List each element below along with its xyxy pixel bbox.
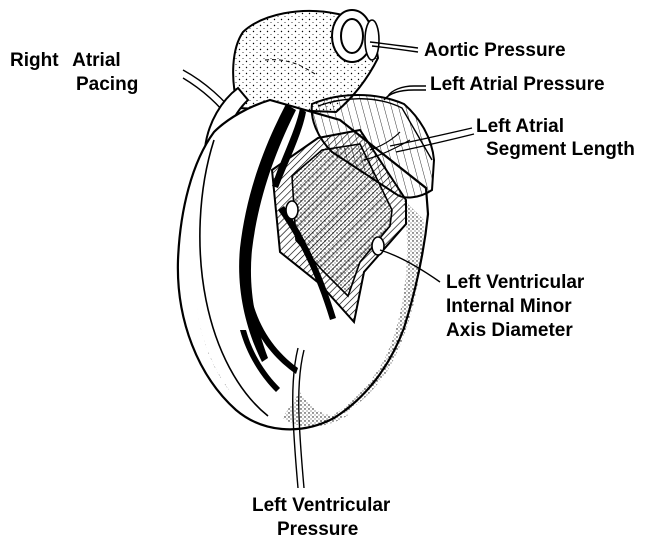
label-left-ventricular-pressure-line2: Pressure (277, 519, 358, 541)
label-aortic-pressure: Aortic Pressure (424, 40, 566, 62)
label-right-atrial-pacing-line1: Right Atrial (10, 50, 121, 72)
label-left-ventricular-pressure-line1: Left Ventricular (252, 495, 390, 517)
label-left-atrial-segment-length-line1: Left Atrial (476, 116, 564, 138)
label-right-atrial-pacing-line2: Pacing (76, 74, 138, 96)
label-lv-minor-axis-line3: Axis Diameter (446, 320, 573, 342)
label-lv-minor-axis-line1: Left Ventricular (446, 272, 584, 294)
label-left-atrial-segment-length-line2: Segment Length (486, 139, 635, 161)
label-left-atrial-pressure: Left Atrial Pressure (430, 74, 605, 96)
label-lv-minor-axis-line2: Internal Minor (446, 296, 572, 318)
